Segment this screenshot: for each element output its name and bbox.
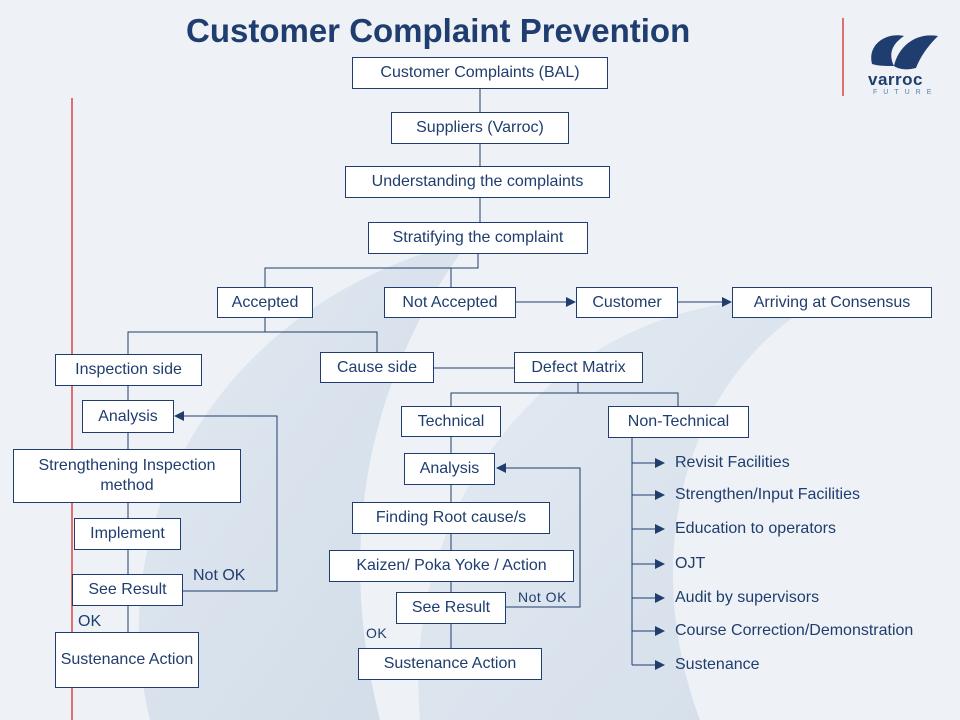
- understanding-box: Understanding the complaints: [345, 166, 610, 198]
- non-technical-item: Revisit Facilities: [675, 454, 790, 471]
- inspection-analysis-box: Analysis: [82, 400, 174, 433]
- non-technical-item: Course Correction/Demonstration: [675, 622, 914, 639]
- non-technical-item: Strengthen/Input Facilities: [675, 486, 860, 503]
- logo-tagline: FUTURE: [873, 89, 938, 96]
- inspection-ok-label: OK: [78, 613, 102, 630]
- non-technical-item: OJT: [675, 555, 706, 572]
- root-cause-box: Finding Root cause/s: [352, 502, 550, 534]
- inspection-see-result-box: See Result: [72, 574, 183, 606]
- varroc-logo-icon: [871, 35, 938, 70]
- kaizen-box: Kaizen/ Poka Yoke / Action: [329, 550, 574, 582]
- suppliers-box: Suppliers (Varroc): [391, 112, 569, 144]
- non-technical-box: Non-Technical: [608, 406, 749, 438]
- inspection-sustenance-box: Sustenance Action: [55, 632, 199, 688]
- technical-ok-label: OK: [366, 625, 388, 641]
- technical-box: Technical: [401, 406, 501, 437]
- customer-complaints-box: Customer Complaints (BAL): [352, 57, 608, 89]
- page-title: Customer Complaint Prevention: [186, 12, 691, 49]
- inspection-side-box: Inspection side: [55, 354, 202, 386]
- consensus-box: Arriving at Consensus: [732, 287, 932, 318]
- accepted-box: Accepted: [217, 287, 313, 318]
- inspection-not-ok-label: Not OK: [193, 567, 246, 584]
- technical-analysis-box: Analysis: [404, 453, 495, 485]
- not-accepted-box: Not Accepted: [384, 287, 516, 318]
- non-technical-item: Sustenance: [675, 656, 760, 673]
- strengthening-box: Strengthening Inspection method: [13, 449, 241, 503]
- technical-not-ok-label: Not OK: [518, 589, 567, 605]
- technical-sustenance-box: Sustenance Action: [358, 648, 542, 680]
- implement-box: Implement: [74, 518, 181, 550]
- defect-matrix-box: Defect Matrix: [514, 352, 643, 383]
- stratifying-box: Stratifying the complaint: [368, 222, 588, 254]
- logo-wordmark: varroc: [868, 70, 923, 89]
- non-technical-item: Audit by supervisors: [675, 589, 820, 606]
- technical-see-result-box: See Result: [396, 592, 506, 624]
- non-technical-item: Education to operators: [675, 520, 836, 537]
- customer-box: Customer: [576, 287, 678, 318]
- cause-side-box: Cause side: [320, 352, 434, 383]
